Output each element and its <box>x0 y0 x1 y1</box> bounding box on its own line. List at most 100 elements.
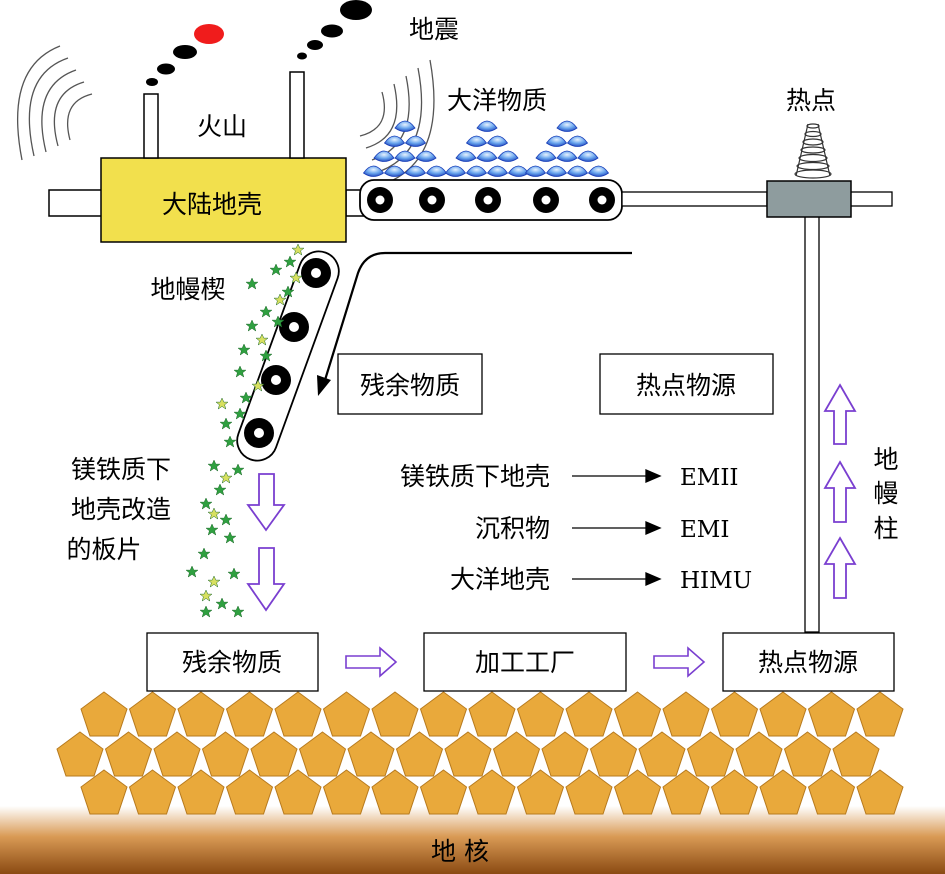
mantle-wedge-star <box>199 497 213 510</box>
mantle-wedge-star <box>223 435 237 448</box>
component-himu: HIMU <box>680 568 752 594</box>
mantle-wedge-star <box>199 589 213 602</box>
mantle-wedge-star <box>255 333 269 346</box>
residual-box-lower <box>146 632 319 692</box>
mantle-pentagon <box>371 691 419 737</box>
mantle-pentagon <box>177 691 225 737</box>
mantle-pentagon <box>662 691 710 737</box>
conveyor-wheel-hub <box>483 195 493 205</box>
mantle-pentagon <box>129 691 176 737</box>
hotspot-right-bar <box>849 191 893 207</box>
volcano-label: 火山 <box>197 112 247 141</box>
mantle-pentagon <box>299 731 346 777</box>
mantle-pentagon <box>662 769 710 815</box>
mantle-wedge-star <box>219 513 233 526</box>
oceanic-droplet <box>566 165 589 177</box>
mantle-wedge-label: 地幔楔 <box>150 275 225 304</box>
mantle-pentagons <box>56 691 904 815</box>
oceanic-droplet <box>383 165 406 177</box>
mantle-pentagon <box>711 691 758 737</box>
core-label: 地 核 <box>431 837 489 866</box>
mantle-pentagon <box>444 731 492 777</box>
component-emii: EMII <box>680 465 739 491</box>
mantle-pentagon <box>80 769 128 815</box>
oceanic-droplet <box>486 135 509 147</box>
mantle-pentagon <box>759 691 807 737</box>
oceanic-droplet <box>497 150 519 162</box>
hotspot-source-label-upper: 热点物源 <box>636 371 736 400</box>
mantle-pentagon <box>541 731 589 777</box>
plume-conduit <box>804 215 820 633</box>
mantle-pentagon <box>759 769 807 815</box>
oceanic-droplet <box>545 165 568 177</box>
mantle-wedge-star <box>237 343 251 356</box>
mantle-pentagon <box>202 731 249 777</box>
continental-crust <box>100 157 347 243</box>
oceanic-droplet <box>373 150 395 162</box>
mantle-wedge-star <box>273 293 287 306</box>
slab-wheels <box>244 258 331 448</box>
mantle-wedge-star <box>219 417 233 430</box>
component-emi: EMI <box>680 517 729 543</box>
oceanic-droplet <box>425 165 448 177</box>
mantle-pentagon <box>420 691 467 737</box>
pipeline-step-1: 残余物质 <box>182 648 282 677</box>
mantle-pentagon <box>177 769 225 815</box>
mantle-pentagon <box>468 769 516 815</box>
mantle-wedge-star <box>231 605 245 618</box>
plume-up-arrows <box>823 383 857 599</box>
oceanic-droplet <box>524 165 547 177</box>
oceanic-droplet <box>587 165 610 177</box>
mantle-wedge-star <box>215 597 229 610</box>
source-row-2-label: 沉积物 <box>475 514 550 543</box>
mantle-pentagon <box>856 691 904 737</box>
crust-left-bar <box>48 189 106 217</box>
oceanic-droplet <box>415 150 437 162</box>
mantle-wedge-star <box>269 263 283 276</box>
oceanic-droplet <box>444 165 467 177</box>
volcano-chimney-right <box>289 71 305 159</box>
oceanic-droplet <box>404 135 427 147</box>
oceanic-droplet <box>577 150 599 162</box>
subduction-arrowhead <box>317 375 331 396</box>
slab-conveyor <box>236 250 340 462</box>
mantle-pentagon <box>832 731 880 777</box>
earthquake-label: 地震 <box>409 15 459 44</box>
oceanic-plate-rod <box>621 191 768 207</box>
mantle-pentagon <box>323 691 370 737</box>
subduction-arrow <box>323 251 632 381</box>
mantle-pentagon <box>856 769 904 815</box>
hotspot-box <box>766 180 852 218</box>
mantle-pentagon <box>274 691 322 737</box>
mantle-pentagon <box>56 731 104 777</box>
mantle-wedge-star <box>185 565 199 578</box>
mantle-wedge-star <box>245 277 259 290</box>
mantle-pentagon <box>808 691 855 737</box>
eruption-puffs <box>146 0 372 86</box>
hotspot-source-box-upper <box>599 353 774 415</box>
mantle-wedge-star <box>291 243 305 256</box>
mantle-wedge-star <box>233 365 247 378</box>
mantle-pentagon <box>274 769 322 815</box>
mantle-pentagon <box>129 769 176 815</box>
mantle-pentagon <box>153 731 201 777</box>
oceanic-droplet <box>486 165 509 177</box>
mantle-wedge-star <box>219 471 233 484</box>
mantle-wedge-star <box>207 575 221 588</box>
mantle-wedge-star <box>259 305 273 318</box>
oceanic-material-drops <box>362 120 610 177</box>
oceanic-droplet <box>556 150 578 162</box>
oceanic-droplet <box>362 165 385 177</box>
oceanic-droplet <box>465 135 488 147</box>
oceanic-droplet <box>394 120 416 132</box>
conveyor-wheel-hub <box>375 195 385 205</box>
conveyor-wheels <box>367 187 615 213</box>
slab-label-line1: 镁铁质下 <box>71 455 171 484</box>
oceanic-droplet <box>394 150 416 162</box>
mantle-plume-label-3: 柱 <box>873 514 898 543</box>
slab-wheel-hub <box>311 268 321 278</box>
oceanic-droplet <box>383 135 406 147</box>
slab-wheel-hub <box>289 322 299 332</box>
slab-wheel-hub <box>271 375 281 385</box>
